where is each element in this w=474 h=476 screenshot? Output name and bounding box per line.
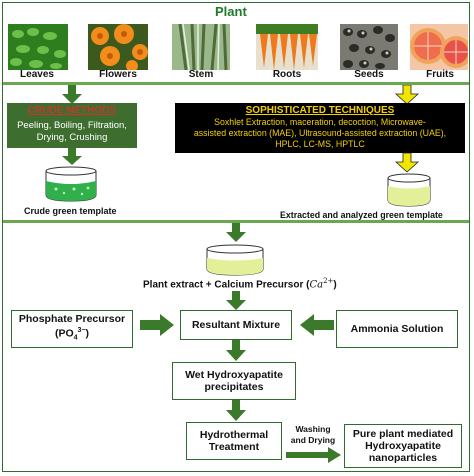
- plant-part-seeds: Seeds: [354, 69, 384, 80]
- seeds-image: [340, 24, 398, 70]
- wet-hap-line2: precipitates: [204, 381, 264, 393]
- diagram-title: Plant: [215, 4, 247, 19]
- pure-line3: nanoparticles: [368, 452, 438, 464]
- calcium-charge: 2+: [323, 277, 334, 285]
- stem-image: [172, 24, 230, 70]
- plant-extract-text: Plant extract + Calcium Precursor (: [143, 279, 310, 291]
- crude-methods-heading: CRUDE METHODS: [27, 105, 117, 116]
- sophisticated-line1: Soxhlet Extraction, maceration, decoctio…: [214, 117, 426, 127]
- phosphate-precursor-box: Phosphate Precursor (PO43−): [11, 310, 133, 348]
- crude-green-beaker-icon: [45, 166, 97, 202]
- sophisticated-line2: assisted extraction (MAE), Ultrasound-as…: [193, 128, 447, 138]
- wet-hydroxyapatite-box: Wet Hydroxyapatite precipitates: [172, 362, 296, 400]
- calcium-ion: Ca: [309, 279, 324, 291]
- sophisticated-heading: SOPHISTICATED TECHNIQUES: [245, 105, 395, 116]
- phosphate-formula: (PO43−): [54, 327, 90, 342]
- arrow-to-hydrothermal: [226, 400, 246, 421]
- resultant-mixture-box: Resultant Mixture: [180, 310, 292, 340]
- plant-extract-beaker-icon: [206, 244, 264, 276]
- flowers-image: [88, 24, 148, 70]
- crude-template-caption: Crude green template: [24, 206, 117, 216]
- hydrothermal-treatment-box: Hydrothermal Treatment: [186, 422, 282, 460]
- pure-line2: Hydroxyapatite: [365, 440, 441, 452]
- fruits-image: [410, 24, 468, 70]
- pure-line1: Pure plant mediated: [352, 428, 454, 440]
- ammonia-solution-box: Ammonia Solution: [336, 310, 458, 348]
- plant-part-flowers: Flowers: [99, 69, 137, 80]
- plant-part-roots: Roots: [272, 69, 302, 80]
- crude-methods-box: [7, 103, 137, 148]
- arrow-to-crude-beaker: [62, 148, 82, 165]
- leaves-image: [8, 24, 68, 70]
- pure-hydroxyapatite-box: Pure plant mediated Hydroxyapatite nanop…: [344, 424, 462, 468]
- roots-image: [256, 24, 318, 70]
- sophisticated-line3: HPLC, LC-MS, HPTLC: [275, 139, 365, 149]
- separator-bar-middle: [3, 220, 469, 223]
- arrow-to-crude: [62, 85, 82, 104]
- hydrothermal-line1: Hydrothermal: [199, 429, 269, 441]
- sophisticated-techniques-box: [175, 103, 465, 153]
- extracted-template-caption: Extracted and analyzed green template: [280, 210, 443, 220]
- plant-extract-label: Plant extract + Calcium Precursor (Ca2+): [143, 277, 337, 290]
- crude-methods-line2: Drying, Crushing: [36, 132, 108, 143]
- separator-bar-top: [3, 82, 469, 85]
- washing-drying-label: Washing and Drying: [290, 424, 336, 445]
- arrow-to-resultant-mixture: [226, 291, 246, 310]
- arrow-to-plant-extract: [226, 223, 246, 242]
- wet-hap-line1: Wet Hydroxyapatite: [185, 369, 283, 381]
- extracted-green-beaker-icon: [387, 173, 431, 207]
- phosphate-label: Phosphate Precursor: [18, 313, 126, 326]
- calcium-close: ): [333, 279, 337, 291]
- arrow-to-pure-hap: [286, 447, 341, 463]
- plant-part-stem: Stem: [188, 69, 214, 80]
- arrow-to-sophisticated: [394, 85, 420, 105]
- arrow-phosphate-to-mixture: [140, 314, 174, 336]
- plant-part-fruits: Fruits: [426, 69, 454, 80]
- arrow-to-wet-hap: [226, 340, 246, 361]
- arrow-to-extract-beaker: [394, 153, 420, 173]
- outer-frame: [2, 2, 470, 472]
- crude-methods-line1: Peeling, Boiling, Filtration,: [17, 120, 127, 131]
- plant-part-leaves: Leaves: [20, 69, 54, 80]
- arrow-ammonia-to-mixture: [300, 314, 334, 336]
- hydrothermal-line2: Treatment: [208, 441, 260, 453]
